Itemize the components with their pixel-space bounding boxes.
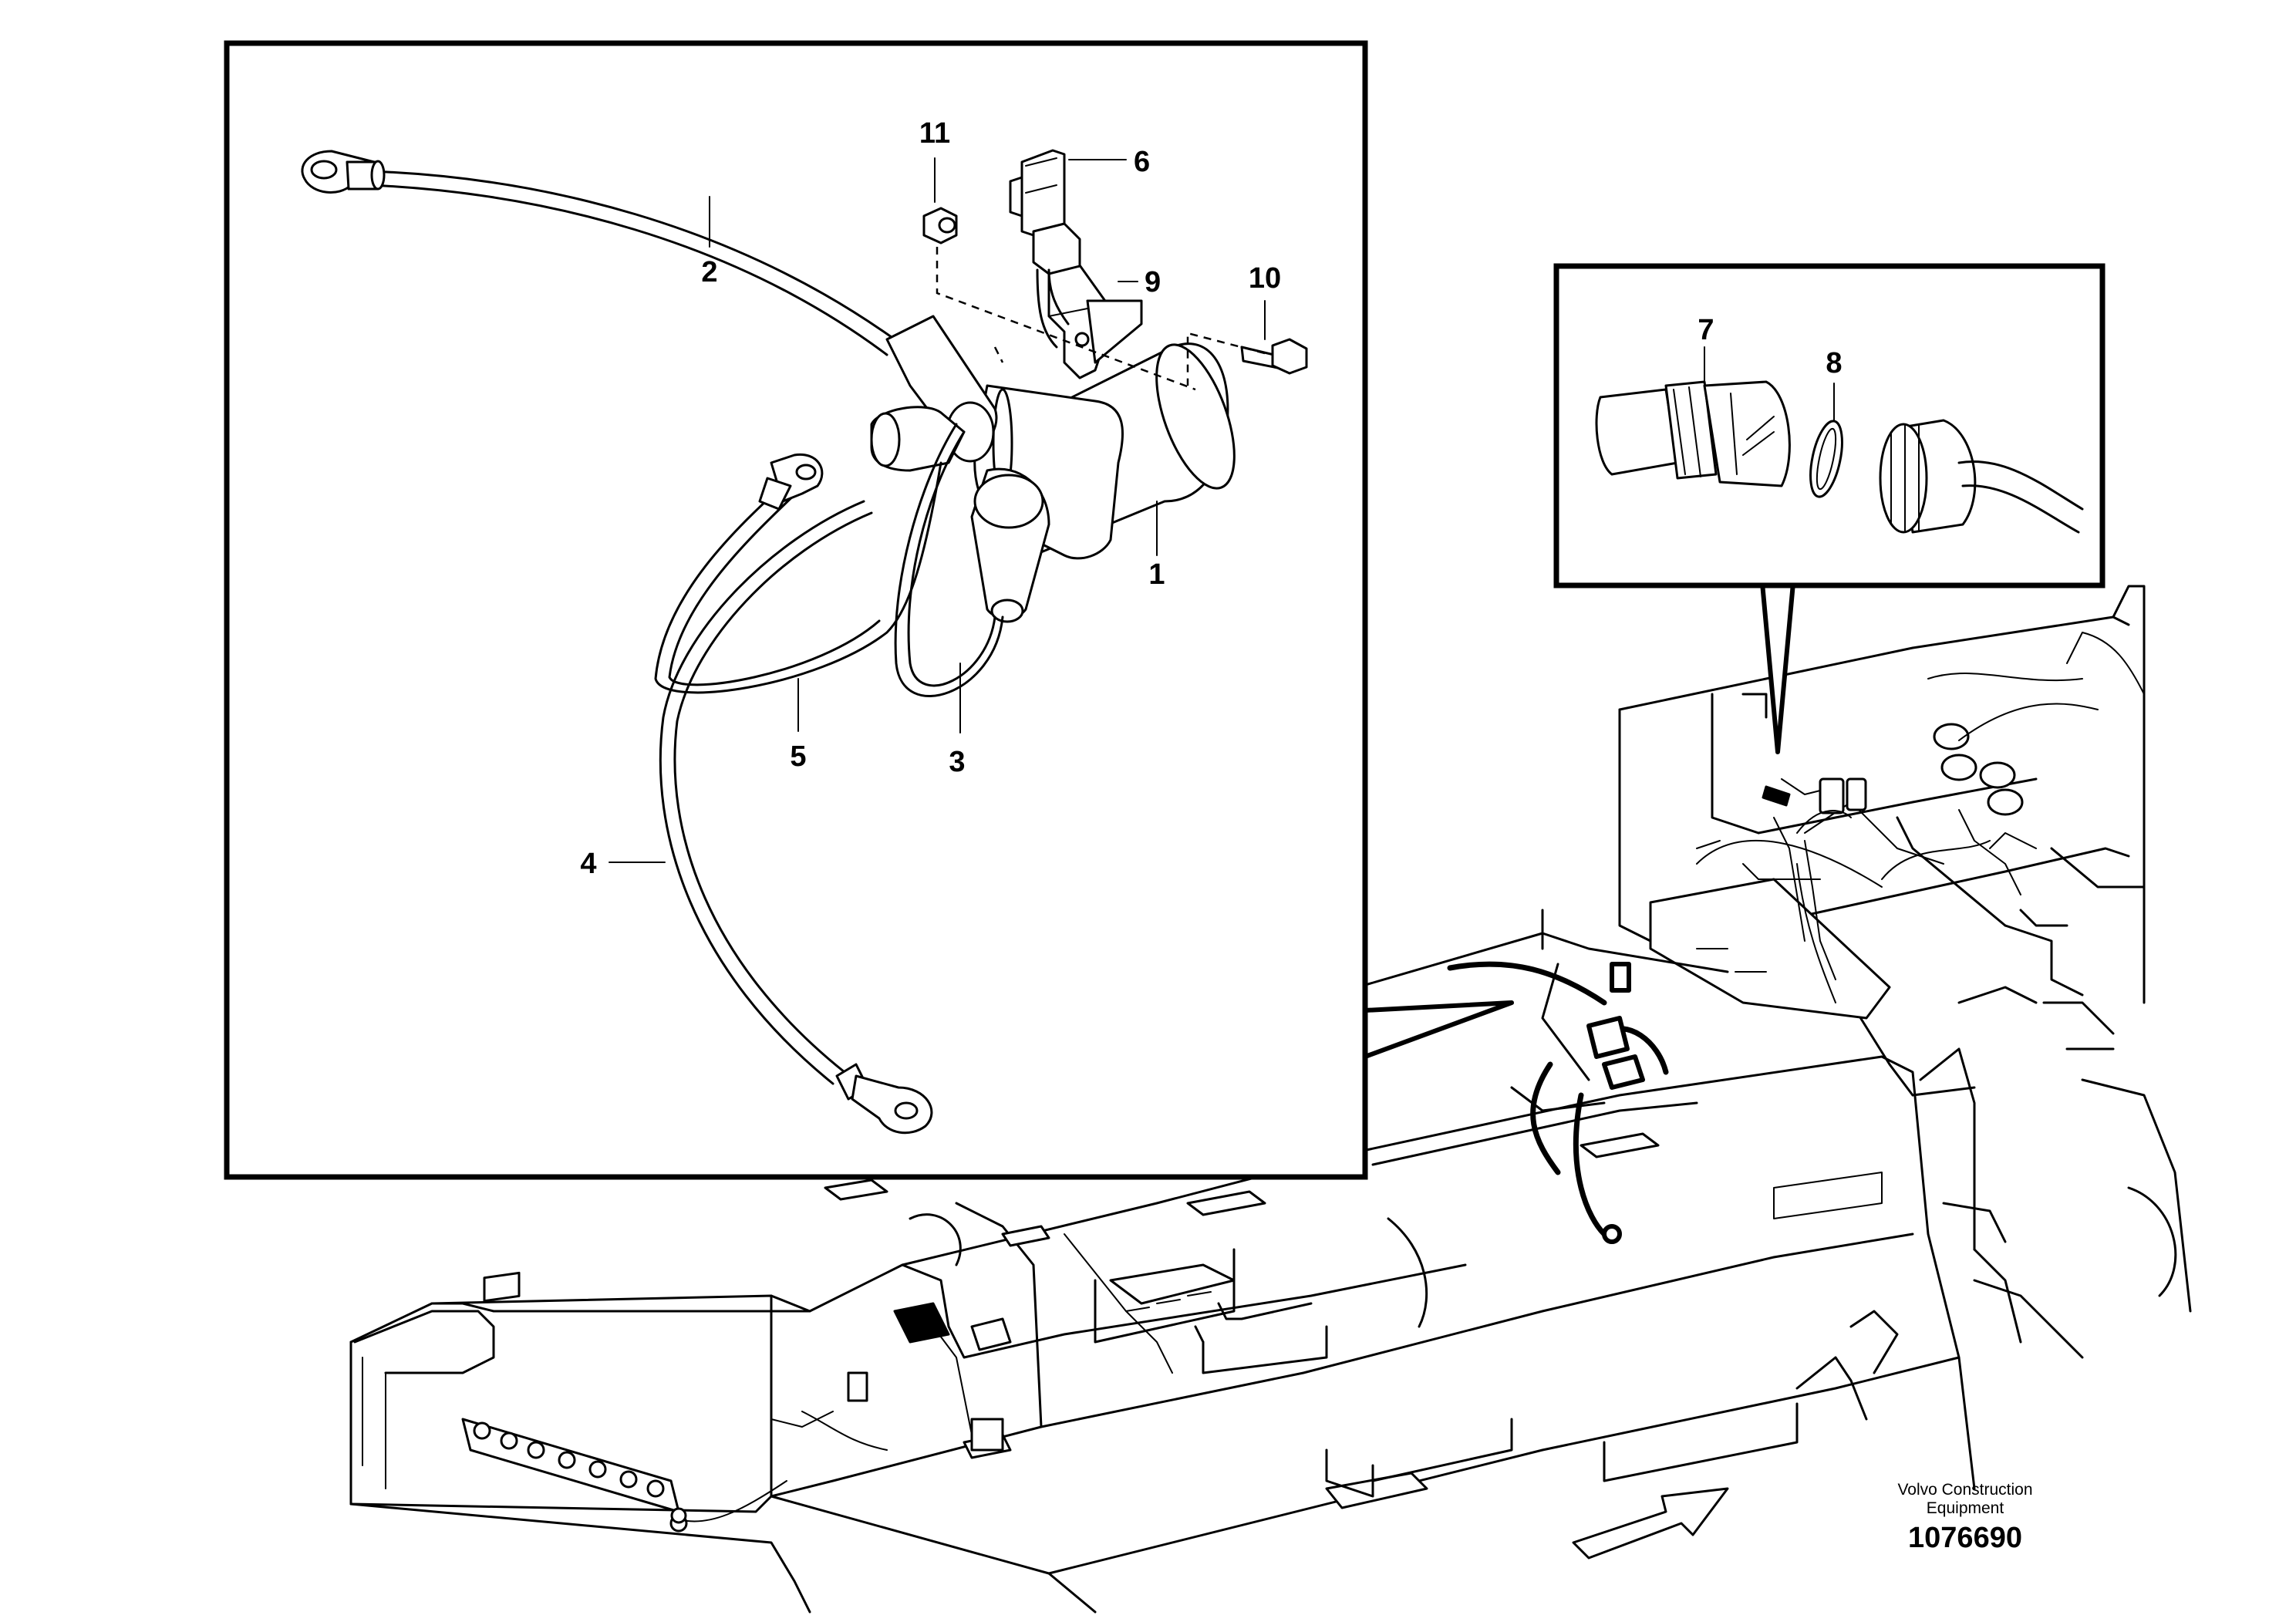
main-detail-panel: 1 2 3 4 5 6 9 10 11 xyxy=(224,40,1514,1180)
bolt-10 xyxy=(1240,338,1308,375)
callout-11: 11 xyxy=(919,117,950,150)
caption-line-2: Equipment xyxy=(1927,1499,2004,1517)
callout-5: 5 xyxy=(790,740,806,773)
callout-4: 4 xyxy=(580,848,596,880)
connector-6 xyxy=(1009,149,1081,349)
bracket-9 xyxy=(1047,253,1143,379)
callout-6: 6 xyxy=(1134,146,1150,178)
drawing-caption: Volvo Construction Equipment 1076690 xyxy=(1897,1481,2032,1554)
drawing-number: 1076690 xyxy=(1908,1522,2022,1554)
callout-7: 7 xyxy=(1698,314,1714,346)
hydraulic-fittings xyxy=(473,1421,688,1533)
terminal-boot-left xyxy=(870,406,966,472)
terminal-boot-bottom xyxy=(970,467,1050,623)
mounting-blocks xyxy=(824,1132,1660,1509)
installed-cable-highlight xyxy=(1447,961,1669,1244)
callout-2: 2 xyxy=(701,256,717,288)
solenoid-1 xyxy=(973,342,1236,560)
callout-1: 1 xyxy=(1148,558,1165,591)
sensor-detail-panel: 7 8 xyxy=(1553,263,2106,754)
callout-3: 3 xyxy=(949,746,965,778)
caption-line-1: Volvo Construction xyxy=(1897,1481,2032,1499)
sensor-connector-cluster xyxy=(1696,777,1867,980)
sensor-plug xyxy=(1879,419,2084,534)
callout-8: 8 xyxy=(1826,347,1842,379)
callout-10: 10 xyxy=(1249,262,1281,295)
nut-11 xyxy=(922,207,958,244)
callout-9: 9 xyxy=(1145,266,1161,298)
pressure-sensor-7 xyxy=(1595,380,1791,487)
frame-bosses xyxy=(1933,723,2024,816)
cable-5 xyxy=(654,453,942,694)
direction-arrow xyxy=(1572,1487,1729,1560)
cable-4 xyxy=(659,500,933,1135)
cable-2 xyxy=(301,150,896,356)
cable-3 xyxy=(894,423,1004,697)
machine-frame-illustration xyxy=(349,585,2192,1614)
